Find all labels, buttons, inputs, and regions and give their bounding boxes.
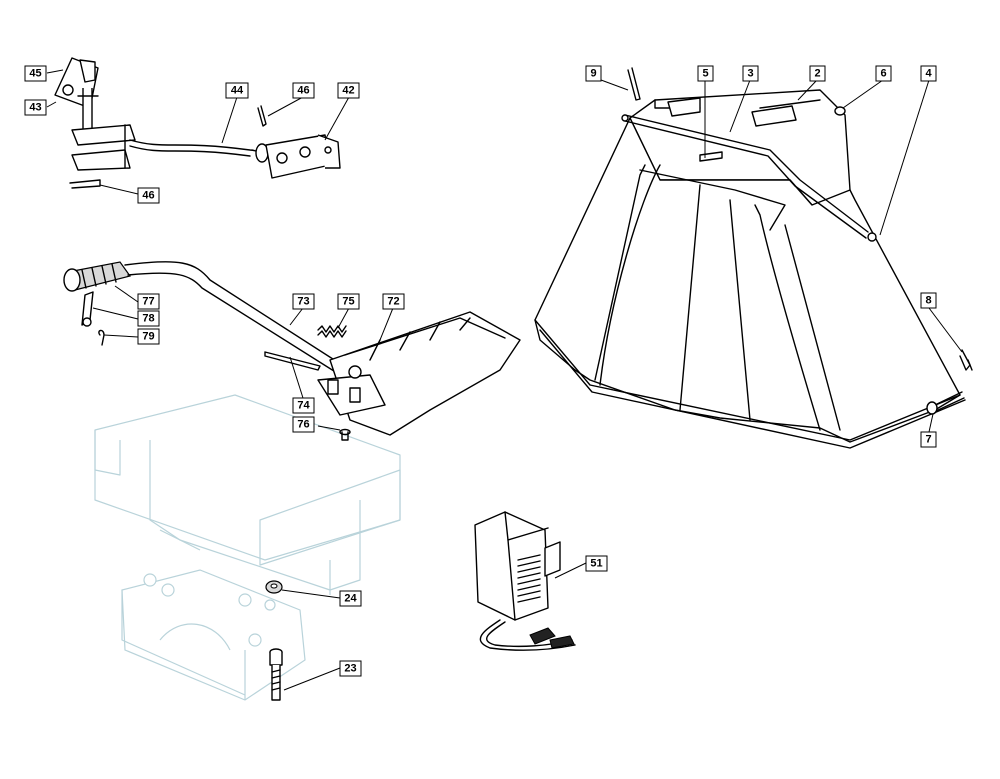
callout-73-label: 73 [297,296,309,308]
callout-7-label: 7 [925,434,931,446]
callout-74-label: 74 [297,400,310,412]
callout-24-label: 24 [344,593,357,605]
callout-77: 77 [137,293,160,310]
callout-5-label: 5 [702,68,708,80]
callout-46-bottom-label: 46 [142,190,154,202]
callout-79-label: 79 [142,331,154,343]
hinge-pin-assembly [54,57,341,189]
callout-77-label: 77 [142,296,154,308]
callout-5: 5 [697,65,714,82]
callout-74: 74 [292,397,315,414]
part-24-nut [265,580,283,594]
callout-43-label: 43 [29,102,41,114]
callout-4-label: 4 [925,68,932,80]
battery-charger [474,511,576,651]
callout-76: 76 [292,416,315,433]
callout-6-label: 6 [880,68,886,80]
callout-46-bottom: 46 [137,187,160,204]
callout-45: 45 [24,65,47,82]
callout-3-label: 3 [747,68,753,80]
callout-72: 72 [382,293,405,310]
callout-9-label: 9 [590,68,596,80]
callout-78-label: 78 [142,313,154,325]
callout-46-top: 46 [292,82,315,99]
callout-9: 9 [585,65,602,82]
callout-6: 6 [875,65,892,82]
callout-51-label: 51 [590,558,602,570]
callout-51: 51 [585,555,608,572]
callout-4: 4 [920,65,937,82]
leader-lines [46,69,963,691]
callout-8-label: 8 [925,295,931,307]
lever-assembly [63,261,521,441]
callout-76-label: 76 [297,419,309,431]
callout-73: 73 [292,293,315,310]
callout-2: 2 [809,65,826,82]
callout-72-label: 72 [387,296,399,308]
callout-7: 7 [920,431,937,448]
callout-46-top-label: 46 [297,85,309,97]
part-23-bolt [269,648,283,701]
callout-78: 78 [137,310,160,327]
callout-45-label: 45 [29,68,41,80]
callout-42-label: 42 [342,85,354,97]
callout-44: 44 [225,82,249,99]
callout-24: 24 [339,590,362,607]
callout-3: 3 [742,65,759,82]
callout-8: 8 [920,292,937,309]
battery-tray-ghost [121,569,306,701]
callout-23-label: 23 [344,663,356,675]
callout-75-label: 75 [342,296,354,308]
callout-42: 42 [337,82,360,99]
chassis-ghost [94,394,401,595]
callout-44-label: 44 [231,85,244,97]
callout-79: 79 [137,328,160,345]
grass-catcher-bag [534,67,973,449]
callout-75: 75 [337,293,360,310]
callout-23: 23 [339,660,362,677]
callout-2-label: 2 [814,68,820,80]
callout-43: 43 [24,99,47,116]
